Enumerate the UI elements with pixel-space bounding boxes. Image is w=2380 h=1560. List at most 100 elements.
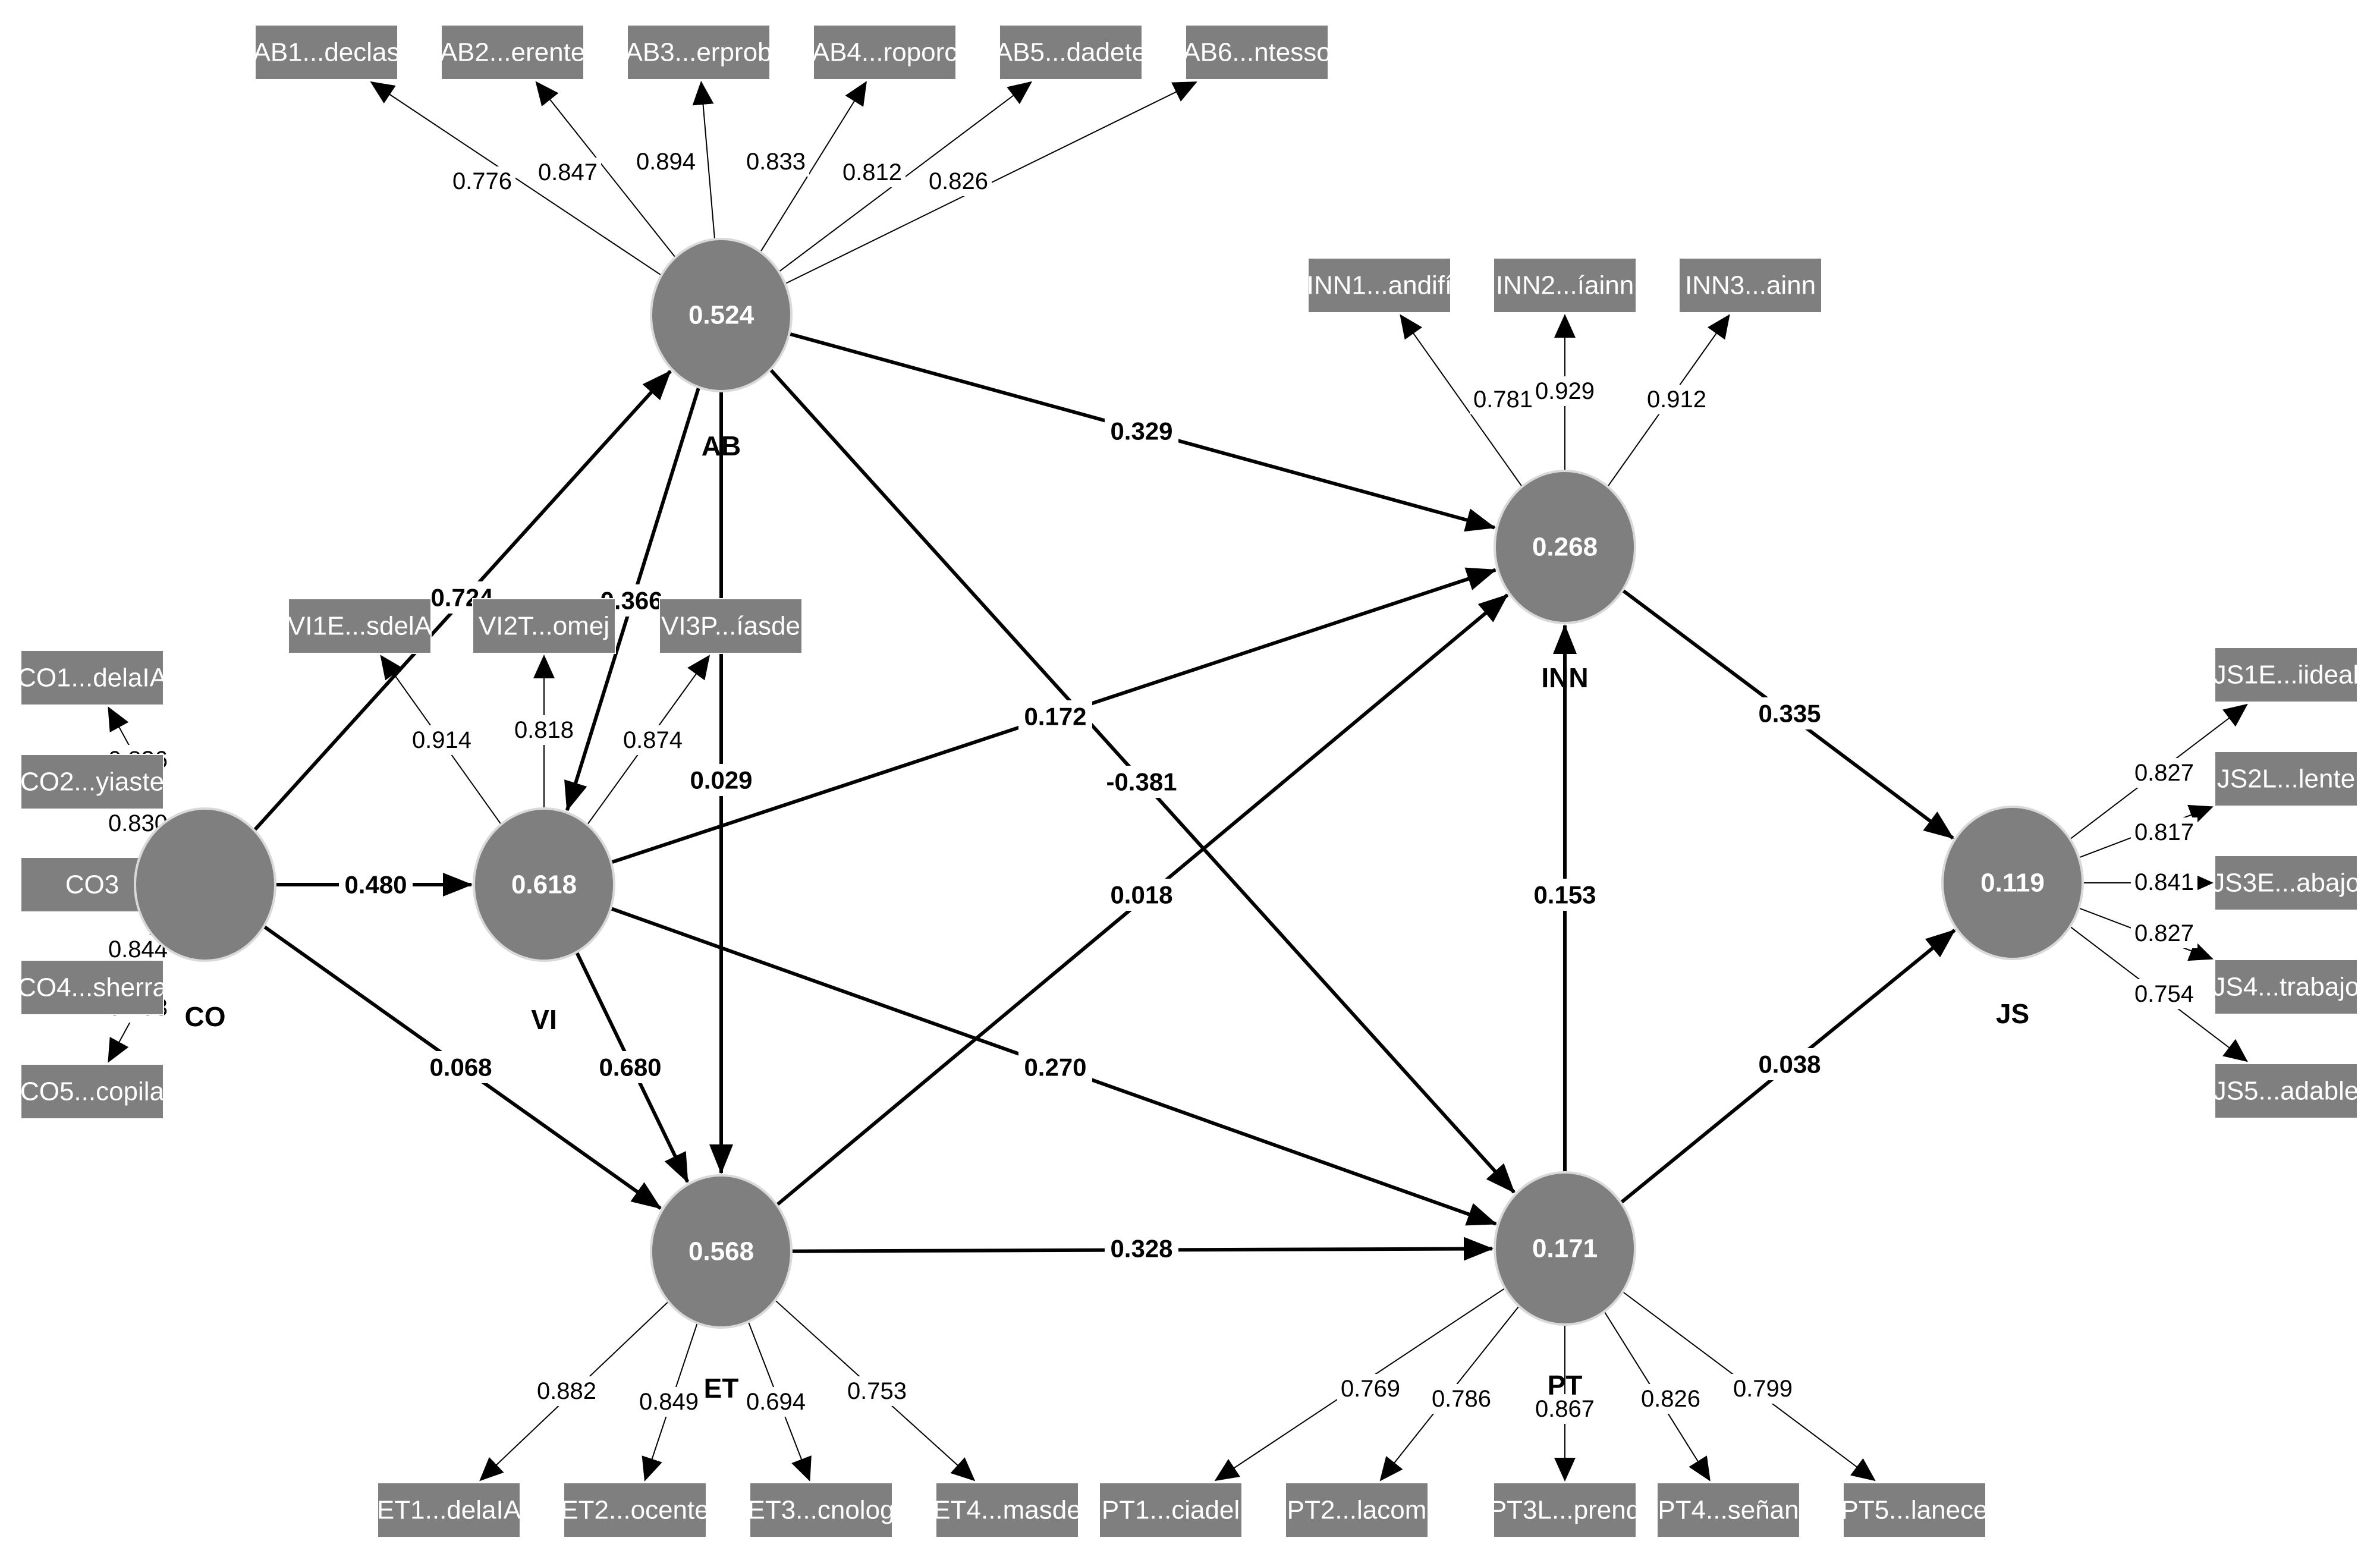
- construct-r-squared: 0.618: [511, 870, 577, 899]
- path-coefficient-vi-et-text: 0.680: [599, 1053, 661, 1081]
- loading-label-pt5-text: 0.799: [1733, 1376, 1793, 1402]
- indicator-pt4[interactable]: PT4...señan: [1656, 1482, 1800, 1538]
- path-coefficient-vi-inn: 0.172: [1018, 700, 1092, 732]
- indicator-js2[interactable]: JS2L...lente: [2214, 751, 2358, 807]
- loading-label-js4-text: 0.827: [2134, 920, 2194, 946]
- construct-name: AB: [702, 430, 741, 461]
- path-coefficient-inn-js: 0.335: [1753, 697, 1826, 729]
- loading-label-et1-background: [533, 1376, 600, 1406]
- indicator-co4[interactable]: CO4...sherra: [17, 960, 167, 1015]
- loading-label-js5-text: 0.754: [2134, 981, 2194, 1007]
- indicator-label: ET3...cnolog: [747, 1496, 894, 1525]
- indicator-et2[interactable]: ET2...ocente: [561, 1482, 709, 1538]
- indicator-js3[interactable]: JS3E...abajo: [2212, 855, 2360, 911]
- loading-label-ab3-text: 0.894: [636, 149, 696, 175]
- indicator-js1[interactable]: JS1E...iideal: [2214, 647, 2359, 703]
- loading-label-inn3-background: [1643, 385, 1710, 414]
- indicator-label: CO2...yiaste: [20, 768, 164, 797]
- indicator-co5[interactable]: CO5...copila: [20, 1064, 165, 1119]
- path-coefficient-co-vi: 0.480: [339, 869, 413, 901]
- indicator-box: [377, 1482, 521, 1538]
- indicator-js4[interactable]: JS4...trabajo: [2212, 959, 2360, 1015]
- construct-co[interactable]: CO: [134, 807, 276, 1032]
- indicator-box: [472, 598, 616, 654]
- indicator-co2[interactable]: CO2...yiaste: [20, 754, 164, 810]
- indicator-ab6[interactable]: AB6...ntesso: [1183, 24, 1331, 80]
- indicator-ab5[interactable]: AB5...dadete: [995, 24, 1146, 80]
- construct-circle: [650, 238, 793, 392]
- loading-label-pt4: 0.826: [1637, 1384, 1704, 1414]
- indicator-ab2[interactable]: AB2...erente: [440, 24, 586, 80]
- loading-label-ab1: 0.776: [449, 166, 515, 196]
- indicator-ab1[interactable]: AB1...declas: [253, 24, 400, 80]
- indicator-inn3[interactable]: INN3...ainn: [1678, 257, 1822, 313]
- indicator-label: ET1...delaIA: [377, 1496, 521, 1525]
- path-coefficient-vi-inn-text: 0.172: [1024, 703, 1086, 731]
- indicator-label: PT1...ciadel: [1102, 1496, 1240, 1525]
- loading-label-ab3-background: [633, 147, 699, 177]
- indicator-box: [627, 24, 771, 80]
- indicator-vi2[interactable]: VI2T...omej: [472, 598, 616, 654]
- loading-label-ab2-text: 0.847: [538, 159, 598, 185]
- indicator-box: [1493, 1482, 1637, 1538]
- loading-label-js2-text: 0.817: [2134, 819, 2194, 845]
- indicator-box: [441, 24, 584, 80]
- path-coefficient-pt-js-background: [1753, 1048, 1826, 1080]
- indicator-label: JS3E...abajo: [2212, 869, 2360, 898]
- loading-label-ab3: 0.894: [633, 147, 699, 177]
- loading-label-ab1-background: [449, 166, 515, 196]
- loading-label-pt1: 0.769: [1337, 1374, 1404, 1404]
- indicator-et4[interactable]: ET4...masde: [933, 1482, 1081, 1538]
- path-coefficient-vi-et: 0.680: [593, 1051, 667, 1083]
- path-coefficient-pt-inn: 0.153: [1528, 879, 1602, 911]
- indicator-pt5[interactable]: PT5...lanece: [1841, 1482, 1988, 1538]
- indicator-inn1[interactable]: INN1...andifí: [1307, 257, 1452, 313]
- loading-label-et1-text: 0.882: [537, 1378, 596, 1404]
- construct-r-squared: 0.171: [1532, 1234, 1598, 1263]
- construct-circle: [650, 1174, 793, 1329]
- indicator-label: JS2L...lente: [2217, 765, 2355, 794]
- loading-label-vi3-text: 0.874: [623, 727, 683, 753]
- path-coefficient-ab-et: 0.029: [684, 764, 758, 796]
- loading-label-vi2: 0.818: [511, 715, 577, 745]
- loading-label-js3: 0.841: [2131, 867, 2197, 897]
- indicator-pt3[interactable]: PT3L...prend: [1489, 1482, 1640, 1538]
- loading-label-inn1-text: 0.781: [1473, 386, 1533, 413]
- loading-arrow-ab5: [779, 81, 1033, 272]
- indicator-label: CO3: [65, 870, 119, 899]
- loading-label-js3-background: [2131, 867, 2197, 897]
- indicator-pt1[interactable]: PT1...ciadel: [1099, 1482, 1243, 1538]
- construct-name: VI: [531, 1004, 557, 1035]
- indicator-ab4[interactable]: AB4...roporc: [812, 24, 958, 80]
- construct-circle: [473, 807, 615, 962]
- indicator-co1[interactable]: CO1...delaIA: [17, 650, 168, 706]
- construct-circle: [1941, 806, 2084, 960]
- path-coefficient-vi-pt-background: [1018, 1051, 1092, 1083]
- loading-label-ab5: 0.812: [839, 158, 906, 187]
- indicator-label: INN1...andifí: [1307, 271, 1452, 300]
- indicator-js5[interactable]: JS5...adable: [2214, 1063, 2359, 1119]
- indicator-ab3[interactable]: AB3...erprob: [625, 24, 772, 80]
- indicator-inn2[interactable]: INN2...íainn: [1493, 257, 1637, 313]
- indicator-box: [1185, 24, 1329, 80]
- construct-r-squared: 0.119: [1980, 869, 2045, 898]
- indicator-et1[interactable]: ET1...delaIA: [377, 1482, 521, 1538]
- path-coefficient-pt-inn-text: 0.153: [1533, 881, 1596, 909]
- indicator-label: PT3L...prend: [1489, 1496, 1640, 1525]
- indicator-box: [1493, 257, 1637, 313]
- indicator-box: [1678, 257, 1822, 313]
- loading-arrow-ab3: [692, 81, 715, 238]
- indicator-pt2[interactable]: PT2...lacom: [1285, 1482, 1429, 1538]
- indicator-vi1[interactable]: VI1E...sdelA: [288, 598, 432, 654]
- path-coefficient-co-vi-text: 0.480: [344, 871, 407, 899]
- indicator-et3[interactable]: ET3...cnolog: [747, 1482, 895, 1538]
- indicator-label: CO5...copila: [20, 1077, 165, 1106]
- loading-label-ab4-background: [743, 147, 809, 177]
- indicator-vi3[interactable]: VI3P...íasde: [659, 598, 803, 654]
